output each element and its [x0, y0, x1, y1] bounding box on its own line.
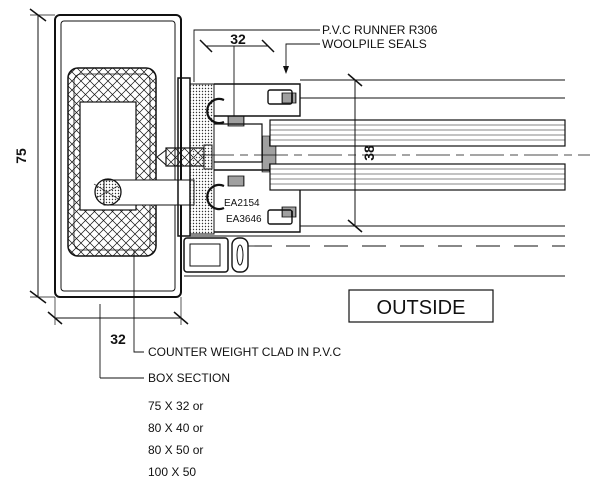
dimension-label-32-box: 32: [110, 331, 126, 347]
label-outside: OUTSIDE: [377, 297, 466, 319]
dimension-glass-gap: 38: [347, 73, 377, 233]
glazed-sashes: [200, 119, 590, 191]
outside-label-box: OUTSIDE: [348, 289, 494, 323]
label-profile-code-2: EA3646: [226, 214, 262, 225]
box-size-2: 80 X 40 or: [148, 421, 203, 435]
leader-lines: [99, 29, 320, 379]
dimension-label-32-runner: 32: [230, 31, 246, 47]
dimension-label-38: 38: [361, 145, 377, 161]
rod-pin: [93, 178, 195, 206]
label-pvc-runner: P.V.C RUNNER R306: [322, 23, 438, 37]
box-size-3: 80 X 50 or: [148, 443, 203, 457]
label-counterweight: COUNTER WEIGHT CLAD IN P.V.C: [148, 345, 341, 359]
frame-lines: [184, 79, 565, 277]
label-woolpile-seals: WOOLPILE SEALS: [322, 37, 427, 51]
dimension-box-width: 32: [47, 297, 189, 347]
dimension-label-75: 75: [13, 148, 29, 164]
dimension-runner-width: 32: [199, 31, 275, 53]
label-profile-code-1: EA2154: [224, 198, 260, 209]
box-size-4: 100 X 50: [148, 465, 196, 479]
pvc-runner-profile: [177, 77, 301, 237]
counterweight: [67, 67, 157, 257]
box-size-1: 75 X 32 or: [148, 399, 203, 413]
dimension-box-height: 75: [13, 8, 55, 304]
label-box-section: BOX SECTION: [148, 371, 230, 385]
bottom-bead: [183, 237, 249, 273]
